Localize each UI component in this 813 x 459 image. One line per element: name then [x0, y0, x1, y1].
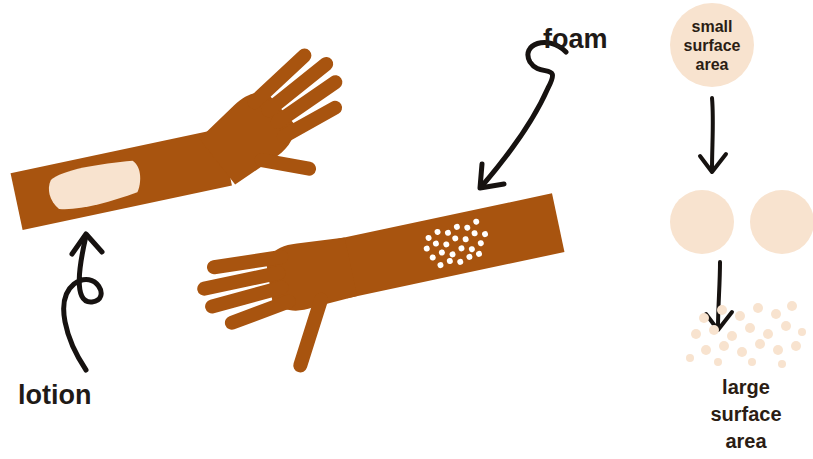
- dot: [737, 347, 747, 357]
- curly-arrow: [64, 234, 102, 370]
- dot: [717, 305, 727, 315]
- lotion-patch: [46, 156, 145, 214]
- dot: [735, 311, 745, 321]
- dot: [701, 345, 711, 355]
- forearm-band: [335, 193, 565, 298]
- node-label: small surface area: [672, 17, 752, 74]
- hand: [199, 233, 369, 382]
- callout-label: foam: [543, 24, 608, 55]
- dot: [719, 341, 729, 351]
- small-dots: [682, 300, 810, 372]
- curly-arrow: [480, 43, 566, 188]
- dot: [781, 321, 791, 331]
- dot: [745, 323, 755, 333]
- forearm: [335, 193, 565, 298]
- forearm: [11, 129, 232, 230]
- dot: [727, 331, 737, 341]
- down-arrow: [700, 98, 726, 172]
- dot: [763, 329, 773, 339]
- hand: [196, 45, 370, 211]
- dot: [787, 301, 797, 311]
- down-arrow: [706, 262, 732, 330]
- dot: [791, 341, 801, 351]
- dot: [753, 303, 763, 313]
- forearm-band: [11, 129, 232, 230]
- dot: [709, 325, 719, 335]
- dot: [773, 345, 783, 355]
- dot: [778, 360, 786, 368]
- dot: [714, 358, 722, 366]
- split-circle: [750, 190, 813, 254]
- callout-label: lotion: [18, 380, 91, 411]
- dot: [691, 329, 701, 339]
- node-label: large surface area: [706, 374, 786, 459]
- dot: [686, 354, 694, 362]
- dot-cluster: large surface area: [682, 300, 810, 459]
- dot: [755, 339, 765, 349]
- dot: [771, 309, 781, 319]
- circle-node: small surface area: [670, 3, 754, 87]
- dot: [798, 328, 806, 336]
- split-circle: [670, 190, 734, 254]
- dot: [748, 358, 756, 366]
- dot: [699, 313, 709, 323]
- foam-dots: [420, 217, 493, 272]
